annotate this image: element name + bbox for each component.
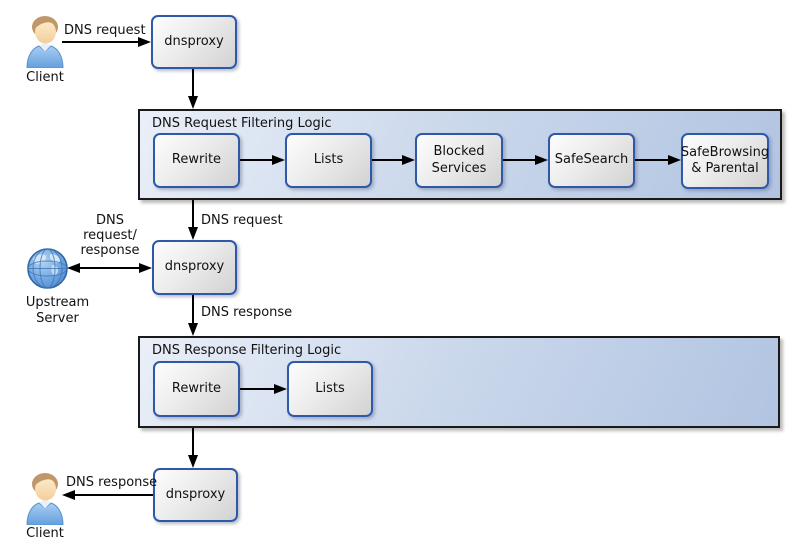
arrow-proxy-to-request-filter-head xyxy=(188,96,198,109)
arrow-upstream-exchange-line xyxy=(79,267,141,269)
step-rewrite-response: Rewrite xyxy=(153,361,240,417)
step-safesearch-label: SafeSearch xyxy=(554,152,629,168)
arrow-filter-to-proxy2-line xyxy=(192,200,194,228)
arrow-client-to-proxy-head xyxy=(138,37,151,47)
arrow-safesearch-to-safebrowsing-head xyxy=(668,155,681,165)
arrow-proxy-to-request-filter-line xyxy=(192,69,194,97)
response-filtering-title: DNS Response Filtering Logic xyxy=(152,343,342,358)
client-bottom-label: Client xyxy=(26,526,64,541)
request-filtering-title: DNS Request Filtering Logic xyxy=(152,116,332,131)
arrow-rewrite-to-lists-head xyxy=(272,155,285,165)
edge-label-dns-request-response: DNS request/ response xyxy=(80,213,140,258)
dnsproxy-top-label: dnsproxy xyxy=(164,33,224,49)
arrow-filter-to-proxy3-line xyxy=(192,428,194,456)
arrow-filter-to-proxy3-head xyxy=(188,455,198,468)
edge-label-dns-request-mid: DNS request xyxy=(201,213,283,228)
arrow-proxy2-to-response-filter-head xyxy=(188,323,198,336)
arrow-rewrite-to-lists-line xyxy=(240,159,273,161)
arrow-lists-to-blocked-line xyxy=(372,159,403,161)
step-blocked-services: Blocked Services xyxy=(415,133,503,188)
arrow-proxy2-to-response-filter-line xyxy=(192,295,194,324)
client-bottom-person-icon xyxy=(26,473,64,525)
step-lists-request: Lists xyxy=(285,133,372,188)
arrow-filter-to-proxy2-head xyxy=(188,227,198,240)
step-blocked-services-label: Blocked Services xyxy=(431,144,487,176)
step-rewrite-request-label: Rewrite xyxy=(171,152,222,168)
arrow-upstream-exchange-left-head xyxy=(67,263,80,273)
edge-label-dns-response-bottom: DNS response xyxy=(66,475,158,490)
dnsproxy-top-node: dnsproxy xyxy=(151,15,237,69)
edge-label-dns-request-top: DNS request xyxy=(64,23,146,38)
arrow-upstream-exchange-right-head xyxy=(139,263,152,273)
client-top-label: Client xyxy=(26,70,64,85)
dnsproxy-middle-label: dnsproxy xyxy=(164,259,225,275)
step-rewrite-response-label: Rewrite xyxy=(171,380,222,396)
dnsproxy-middle-node: dnsproxy xyxy=(152,240,237,295)
step-safebrowsing-parental: SafeBrowsing & Parental xyxy=(681,133,769,189)
upstream-server-label: Upstream Server xyxy=(25,295,90,326)
arrow-proxy3-to-client-head xyxy=(62,490,75,500)
dnsproxy-bottom-label: dnsproxy xyxy=(165,486,226,502)
arrow-client-to-proxy-line xyxy=(62,41,139,43)
arrow-proxy3-to-client-line xyxy=(74,494,153,496)
dnsproxy-bottom-node: dnsproxy xyxy=(153,468,238,522)
response-filtering-container: DNS Response Filtering Logic xyxy=(138,336,780,428)
upstream-server-globe-icon xyxy=(27,248,68,289)
edge-label-dns-response-mid: DNS response xyxy=(201,305,293,320)
step-lists-response-label: Lists xyxy=(315,380,345,396)
step-rewrite-request: Rewrite xyxy=(153,133,240,188)
arrow-blocked-to-safesearch-head xyxy=(535,155,548,165)
arrow-blocked-to-safesearch-line xyxy=(503,159,536,161)
step-lists-response: Lists xyxy=(287,361,373,417)
client-person-icon xyxy=(26,16,64,68)
arrow-rewrite-to-lists-response-line xyxy=(240,388,275,390)
arrow-rewrite-to-lists-response-head xyxy=(274,384,287,394)
arrow-lists-to-blocked-head xyxy=(402,155,415,165)
step-safesearch: SafeSearch xyxy=(548,133,635,188)
arrow-safesearch-to-safebrowsing-line xyxy=(635,159,669,161)
step-lists-request-label: Lists xyxy=(313,152,344,168)
step-safebrowsing-parental-label: SafeBrowsing & Parental xyxy=(680,144,770,176)
